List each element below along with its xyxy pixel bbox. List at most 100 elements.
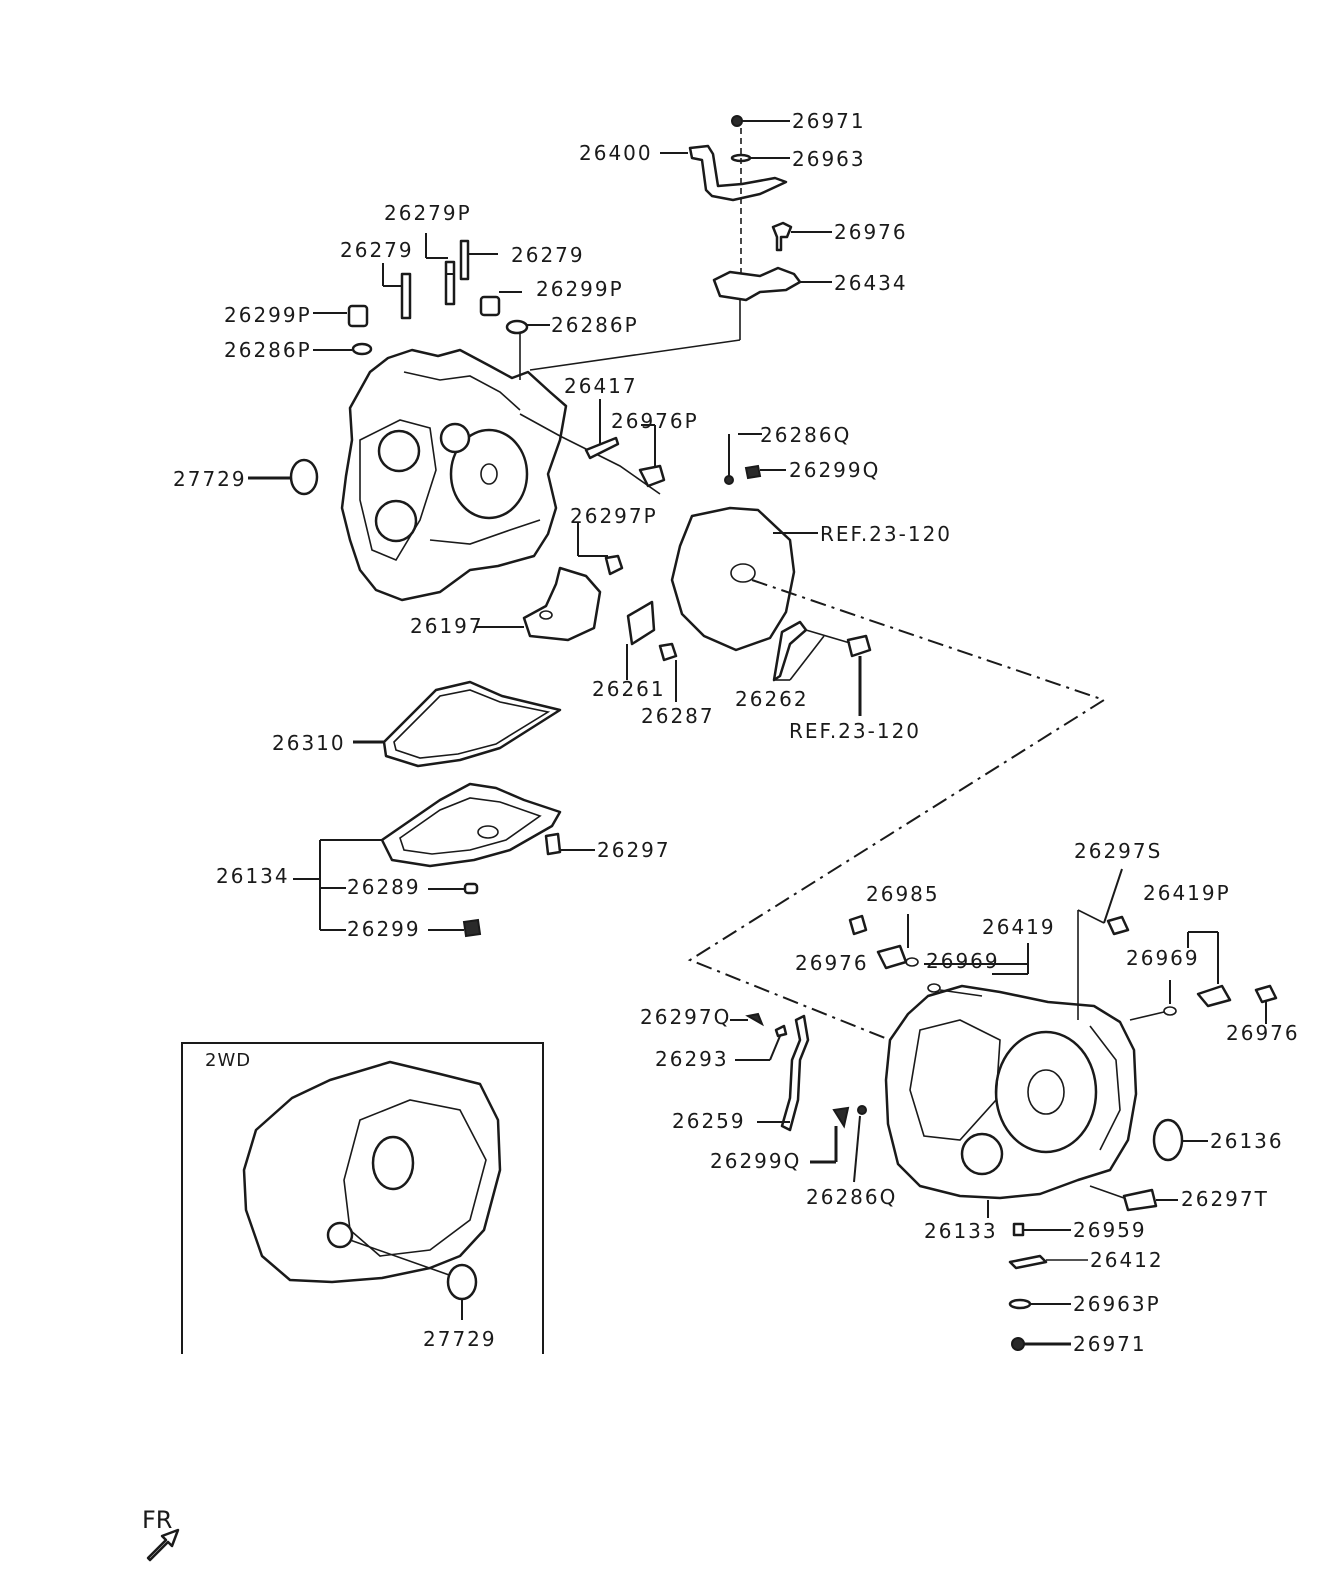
bolt-26297S <box>1106 915 1130 936</box>
label-26279-right: 26279 <box>511 243 585 267</box>
bolt-26297P <box>604 554 624 576</box>
plug-26299P-right <box>479 295 501 317</box>
inset-frame <box>181 1042 544 1354</box>
transaxle-case-left <box>340 348 661 602</box>
bolt-26287 <box>658 642 678 662</box>
transaxle-case-right <box>884 984 1138 1218</box>
label-26297: 26297 <box>597 838 671 862</box>
label-26299Q-top: 26299Q <box>789 458 880 482</box>
front-direction-indicator <box>146 1528 180 1562</box>
label-ref-upper: REF.23-120 <box>820 522 952 546</box>
gasket-26310 <box>382 680 562 768</box>
label-26434: 26434 <box>834 271 908 295</box>
label-26412: 26412 <box>1090 1248 1164 1272</box>
plug-26289 <box>463 882 479 895</box>
right-case-fasteners <box>730 868 1278 1351</box>
bolt-26976P <box>638 464 666 488</box>
inset-title-2wd: 2WD <box>205 1050 251 1071</box>
bracket-26400 <box>688 144 788 202</box>
pipe-26259 <box>780 1014 810 1132</box>
front-arrow-icon <box>146 1528 180 1562</box>
label-26971-top: 26971 <box>792 109 866 133</box>
label-26134: 26134 <box>216 864 290 888</box>
plug-26299Q-bottom <box>832 1106 850 1129</box>
label-26971-bottom: 26971 <box>1073 1332 1147 1356</box>
label-26297P: 26297P <box>570 504 658 528</box>
label-26976-top: 26976 <box>834 220 908 244</box>
bolt-26976-mid <box>848 914 868 936</box>
left-case-fasteners <box>248 233 550 496</box>
stud-26279P <box>444 260 456 306</box>
label-26279-left: 26279 <box>340 238 414 262</box>
plug-26299P-left <box>347 304 369 328</box>
label-26297Q: 26297Q <box>640 1005 731 1029</box>
case-cover-2wd <box>242 1060 502 1284</box>
clip-26959 <box>1012 1222 1025 1237</box>
part-number-labels: 26971 26400 26963 26279P 26976 26279 262… <box>142 109 1300 1534</box>
bolt-26297 <box>544 832 562 856</box>
o-ring-26286P-left <box>351 342 373 356</box>
label-26963P: 26963P <box>1073 1292 1161 1316</box>
label-26279P: 26279P <box>384 201 472 225</box>
cover-ref-23-120 <box>670 506 818 652</box>
label-27729-top: 27729 <box>173 467 247 491</box>
nut-26971-top <box>731 115 743 127</box>
bolt-26297Q <box>745 1012 764 1027</box>
inset-2wd <box>181 1042 544 1354</box>
ref-part-lower <box>846 634 872 658</box>
label-26262: 26262 <box>735 687 809 711</box>
label-26297S: 26297S <box>1074 839 1162 863</box>
label-26417: 26417 <box>564 374 638 398</box>
label-26969-right: 26969 <box>1126 946 1200 970</box>
bolt-26976-right <box>1254 984 1278 1004</box>
label-26959: 26959 <box>1073 1218 1147 1242</box>
o-ring-26286Q-bottom <box>857 1105 867 1115</box>
seal-27729-top <box>289 458 319 496</box>
label-26293: 26293 <box>655 1047 729 1071</box>
label-26963: 26963 <box>792 147 866 171</box>
label-26419P: 26419P <box>1143 881 1231 905</box>
bolt-26976-top <box>771 221 793 252</box>
bracket-26261 <box>626 600 656 646</box>
label-26969-mid: 26969 <box>926 949 1000 973</box>
label-26289: 26289 <box>347 875 421 899</box>
seal-27729-inset <box>446 1263 478 1301</box>
label-26197: 26197 <box>410 614 484 638</box>
oil-pan-assembly <box>293 680 595 938</box>
label-26299Q-bottom: 26299Q <box>710 1149 801 1173</box>
label-26419: 26419 <box>982 915 1056 939</box>
bracket-26412 <box>1008 1254 1048 1270</box>
label-26299: 26299 <box>347 917 421 941</box>
seal-26136 <box>1152 1118 1184 1162</box>
stud-26279-left <box>400 272 412 320</box>
bolt-26297T <box>1122 1188 1158 1212</box>
label-26136: 26136 <box>1210 1129 1284 1153</box>
bracket-26434 <box>712 266 802 302</box>
label-26310: 26310 <box>272 731 346 755</box>
label-26400: 26400 <box>579 141 653 165</box>
sensor-26985 <box>876 944 908 970</box>
label-26286P-left: 26286P <box>224 338 312 362</box>
label-26985: 26985 <box>866 882 940 906</box>
sensor-26419P <box>1196 984 1232 1008</box>
label-26976-right: 26976 <box>1226 1021 1300 1045</box>
plug-26299Q-top <box>744 464 762 480</box>
label-26976-mid: 26976 <box>795 951 869 975</box>
label-26287: 26287 <box>641 704 715 728</box>
bolt-26293 <box>774 1024 788 1038</box>
o-ring-26286Q-top <box>724 475 734 485</box>
label-26297T: 26297T <box>1181 1187 1269 1211</box>
upper-right-small-parts <box>584 399 786 488</box>
assembly-reference-lines <box>687 579 1107 1041</box>
label-26299P-left: 26299P <box>224 303 312 327</box>
label-26261: 26261 <box>592 677 666 701</box>
label-26286Q-bottom: 26286Q <box>806 1185 897 1209</box>
pin-26417 <box>584 436 620 460</box>
stud-26279-right <box>459 239 470 281</box>
washer-26963P <box>1008 1298 1032 1310</box>
oil-pan-26134 <box>380 782 562 868</box>
label-26259: 26259 <box>672 1109 746 1133</box>
front-label: FR <box>142 1506 172 1534</box>
label-26133: 26133 <box>924 1219 998 1243</box>
